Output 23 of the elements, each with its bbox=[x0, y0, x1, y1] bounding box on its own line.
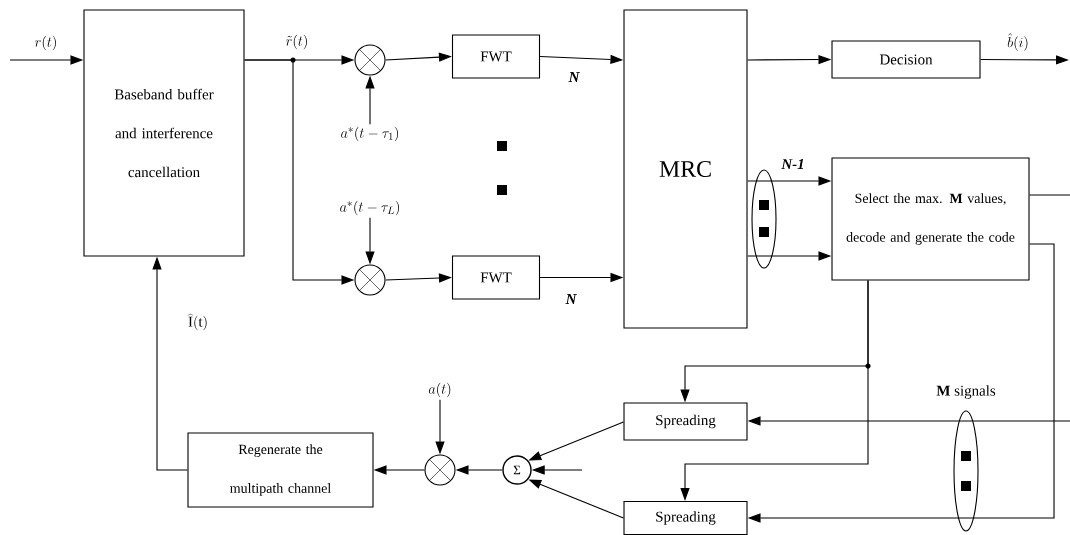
multiplier-circle bbox=[354, 264, 386, 296]
process-box: Regenerate the multipath channel bbox=[187, 432, 374, 508]
edge-label: N-1 bbox=[781, 159, 804, 169]
process-box: Select the max. M values, decode and generate the code bbox=[831, 157, 1030, 281]
edge-label: $r(t)$ bbox=[35, 35, 56, 51]
process-box: Spreading bbox=[623, 402, 748, 441]
edge-label: N bbox=[568, 72, 580, 82]
multiplier-circle bbox=[354, 44, 386, 76]
edge-label: $\tilde{r}(t)$ bbox=[286, 34, 307, 50]
process-box: FWT bbox=[451, 255, 541, 300]
process-box: Decision bbox=[831, 40, 981, 79]
edge-label: $\widehat{\mathrm{I}}(\mathrm{t})$ bbox=[187, 313, 207, 331]
process-box: Baseband buffer and interference cancellation bbox=[83, 9, 245, 257]
multiplier-circle bbox=[424, 454, 456, 486]
process-box: MRC bbox=[623, 9, 748, 329]
process-box: FWT bbox=[451, 34, 541, 79]
signal-label: $a^{*}(t-\tau_{1})$ bbox=[341, 126, 399, 142]
signal-label: $a^{*}(t-\tau_{L})$ bbox=[340, 200, 400, 216]
process-box: Spreading bbox=[623, 500, 748, 535]
edge-label: $\hat{b}(i)$ bbox=[1007, 33, 1028, 51]
edge-label: N bbox=[565, 294, 577, 304]
signal-label: M signals bbox=[936, 385, 996, 399]
signal-label: $a(t)$ bbox=[428, 382, 451, 398]
